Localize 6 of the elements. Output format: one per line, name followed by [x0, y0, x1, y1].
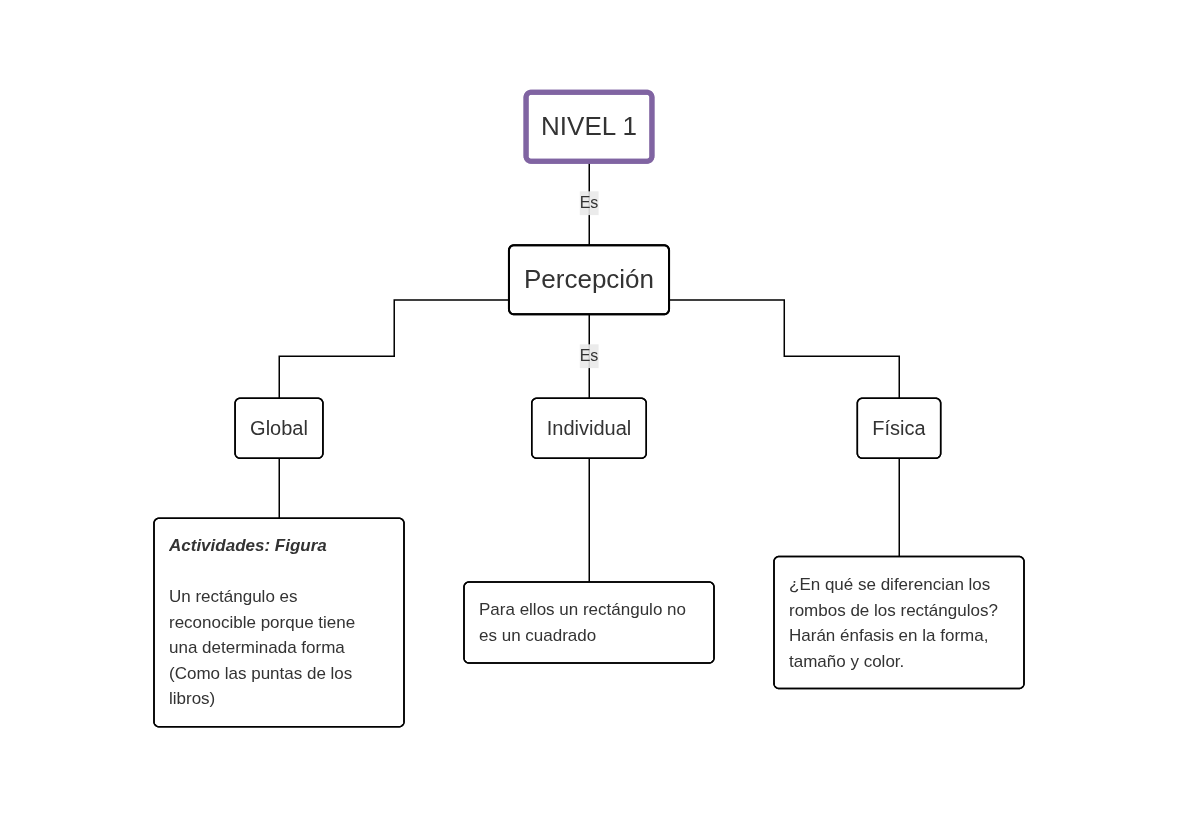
connector — [588, 314, 591, 400]
edge-label: Es — [579, 347, 599, 365]
connector — [278, 458, 281, 520]
connector — [588, 458, 591, 584]
edge-label: Es — [579, 194, 599, 212]
connector — [898, 458, 901, 558]
